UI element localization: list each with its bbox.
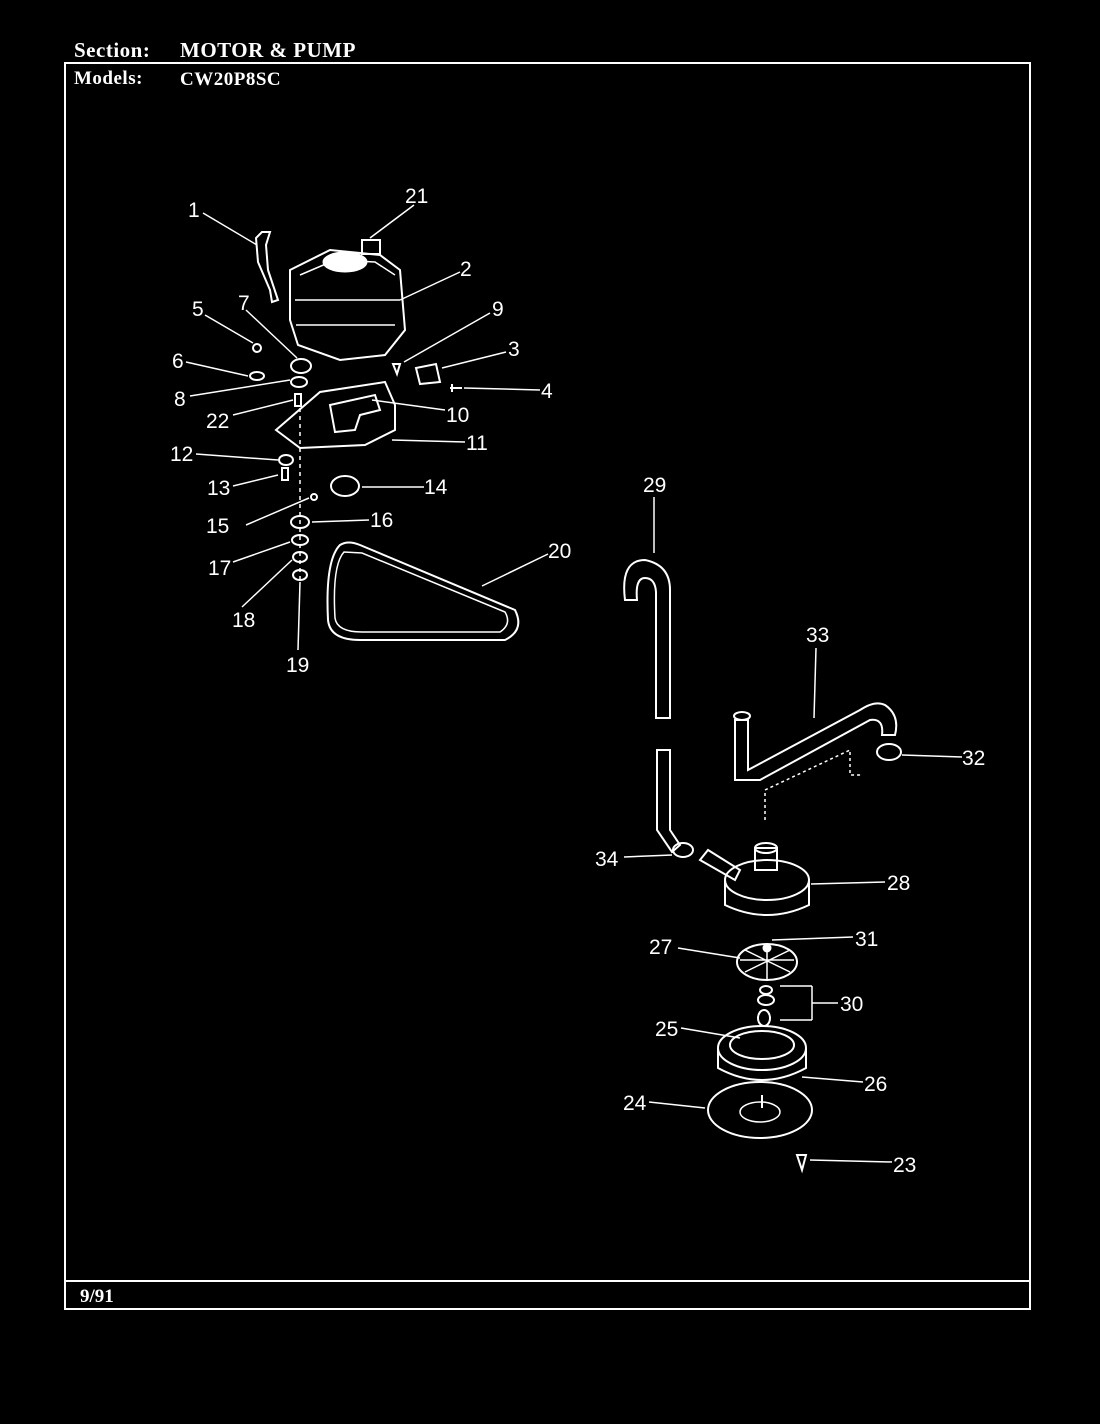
part-9-screw [391,363,402,378]
part-16-washer [290,515,310,529]
callout-5: 5 [192,298,204,321]
callout-7: 7 [238,292,250,315]
callout-18: 18 [232,609,255,632]
part-17-washer [291,534,309,546]
part-2-motor [289,239,407,362]
part-10-pad [328,393,382,434]
callout-21: 21 [405,185,428,208]
callout-33: 33 [806,624,829,647]
part-29-hose [623,558,671,719]
callout-6: 6 [172,350,184,373]
part-30-seal-lower [757,994,775,1006]
part-14-pulley [330,475,360,497]
callout-1: 1 [188,199,200,222]
part-11-plate [274,380,396,450]
callout-29: 29 [643,474,666,497]
callout-34: 34 [595,848,619,871]
part-8-spacer [290,376,308,388]
models-label: Models: [74,68,143,89]
part-3-clip [414,362,442,386]
part-7-grommet [290,358,312,374]
callout-20: 20 [548,540,571,563]
callout-24: 24 [623,1092,647,1115]
callout-23: 23 [893,1154,916,1177]
part-22-pin [294,393,302,407]
part-6-washer [249,371,265,381]
callout-26: 26 [864,1073,887,1096]
part-24-plate [707,1081,813,1139]
callout-17: 17 [208,557,231,580]
part-13-stud [281,467,289,481]
part-32-clamp [876,743,902,761]
callout-10: 10 [446,404,469,427]
part-34-hose-lower [656,749,682,854]
callout-3: 3 [508,338,520,361]
part-18-nut [292,551,308,563]
part-34-clamp [672,842,694,858]
callout-9: 9 [492,298,504,321]
footer-date: 9/91 [80,1286,114,1307]
callout-13: 13 [207,477,230,500]
part-4-screw [450,384,462,392]
part-28-pump-housing [698,842,810,916]
part-5-screw [252,343,262,353]
section-value: MOTOR & PUMP [180,38,356,62]
callout-8: 8 [174,388,186,411]
part-23-screw [795,1154,808,1174]
callout-12: 12 [170,443,193,466]
callout-32: 32 [962,747,985,770]
callout-14: 14 [424,476,448,499]
callout-27: 27 [649,936,672,959]
part-30-seal-upper [759,985,773,995]
part-21-terminal [361,239,381,255]
callout-30: 30 [840,993,863,1016]
callout-25: 25 [655,1018,678,1041]
part-26-pump-base [717,1009,807,1081]
callout-11: 11 [466,432,488,455]
callout-31: 31 [855,928,878,951]
callout-2: 2 [460,258,472,281]
part-12-nut [278,454,294,466]
callout-19: 19 [286,654,309,677]
section-label: Section: [74,38,151,62]
models-value: CW20P8SC [180,69,282,90]
callout-22: 22 [206,410,229,433]
part-27-impeller [736,943,798,981]
part-25-gasket [729,1030,795,1060]
callout-16: 16 [370,509,393,532]
callout-15: 15 [206,515,229,538]
callout-28: 28 [887,872,910,895]
callout-4: 4 [541,380,553,403]
part-20-belt [326,541,520,641]
part-19-nut [292,569,308,581]
part-33-hose [734,702,898,781]
part-1-bracket [254,231,280,304]
footer-box [64,1280,1031,1310]
